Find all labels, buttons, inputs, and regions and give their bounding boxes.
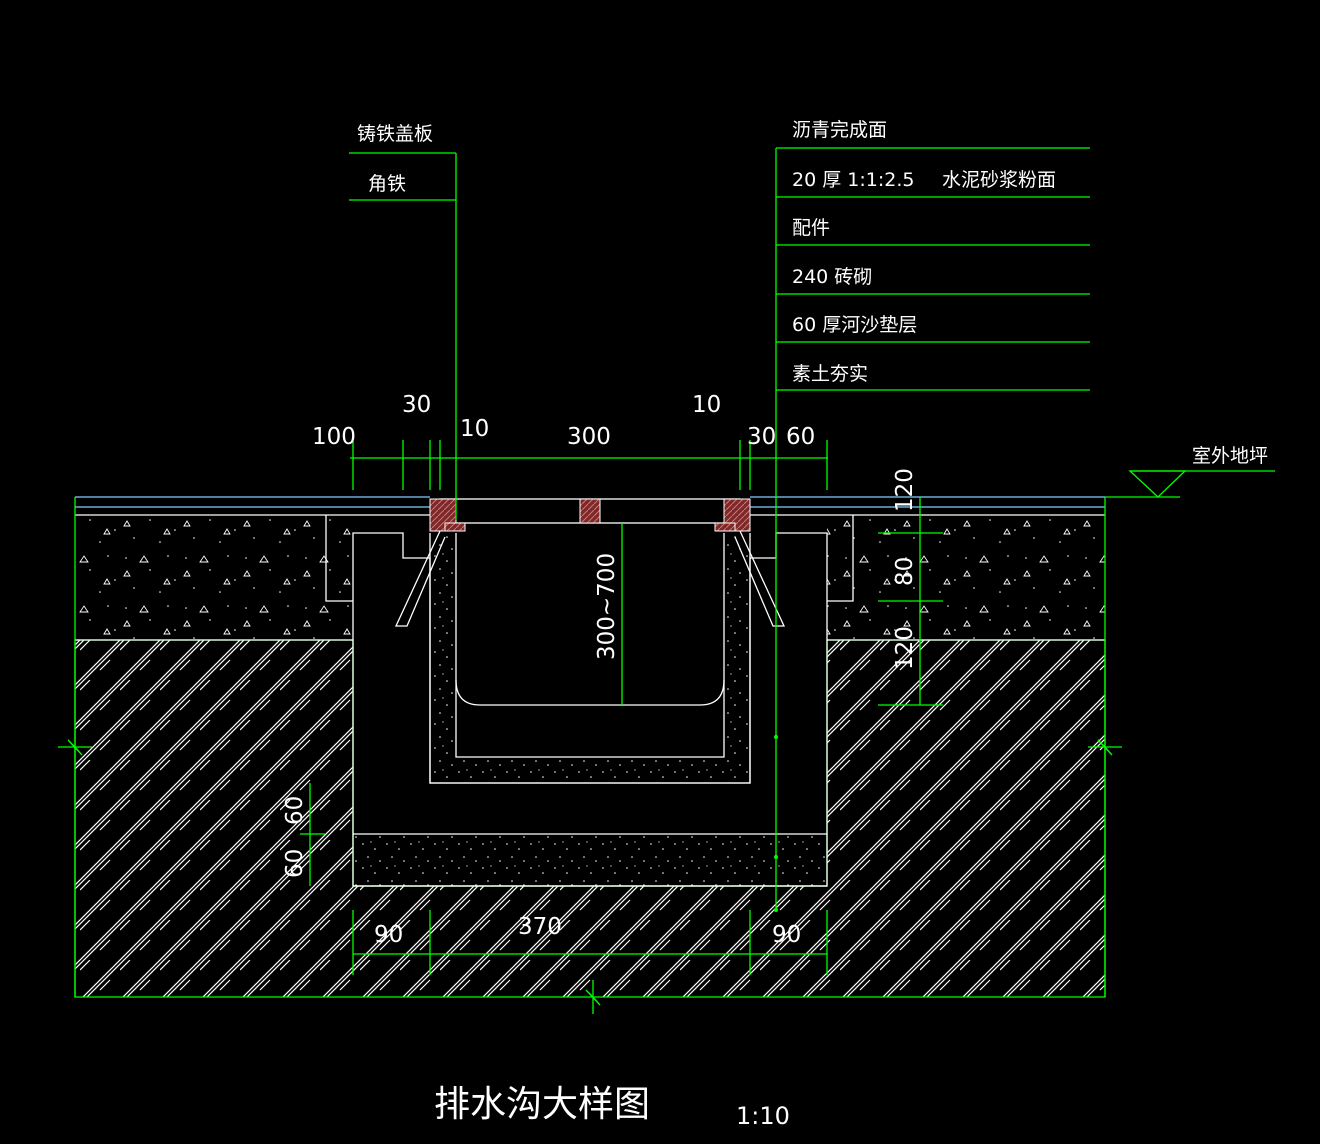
label-cast-iron-cover: 铸铁盖板 bbox=[357, 123, 433, 145]
dimension-lines bbox=[300, 440, 943, 975]
concrete-layer bbox=[75, 515, 1105, 641]
dim-depth: 300~700 bbox=[594, 553, 620, 660]
cast-iron-cover bbox=[394, 498, 786, 627]
channel-walls bbox=[325, 515, 854, 887]
dim-60-upper: 60 bbox=[282, 796, 308, 825]
label-mortar-thickness: 20 厚 1:1:2.5 bbox=[792, 169, 914, 191]
label-ground-level: 室外地坪 bbox=[1192, 445, 1268, 467]
label-asphalt-finish: 沥青完成面 bbox=[792, 119, 887, 141]
dim-60: 60 bbox=[786, 424, 815, 450]
dim-370: 370 bbox=[518, 914, 562, 940]
label-fittings: 配件 bbox=[792, 217, 830, 239]
dim-10-left: 10 bbox=[460, 416, 489, 442]
break-symbols bbox=[58, 739, 1122, 1014]
leader-lines bbox=[349, 147, 1090, 912]
dim-90-right: 90 bbox=[772, 922, 801, 948]
label-cement-mortar: 水泥砂浆粉面 bbox=[942, 169, 1056, 191]
dim-300: 300 bbox=[567, 424, 611, 450]
drawing-scale: 1:10 bbox=[736, 1102, 790, 1130]
drawing-title: 排水沟大样图 bbox=[434, 1084, 650, 1125]
label-compacted-soil: 素土夯实 bbox=[792, 363, 868, 385]
surface-layer bbox=[74, 496, 1106, 997]
dim-120-top: 120 bbox=[892, 468, 918, 512]
label-brick-masonry: 240 砖砌 bbox=[792, 266, 872, 288]
dim-80: 80 bbox=[892, 557, 918, 586]
dim-100: 100 bbox=[312, 424, 356, 450]
label-angle-iron: 角铁 bbox=[368, 173, 406, 195]
dim-60-lower: 60 bbox=[282, 849, 308, 878]
dim-10-right: 10 bbox=[692, 392, 721, 418]
label-sand-cushion: 60 厚河沙垫层 bbox=[792, 314, 917, 336]
ground-level-symbol bbox=[1105, 470, 1275, 498]
dim-90-left: 90 bbox=[374, 922, 403, 948]
dim-30-right: 30 bbox=[747, 424, 776, 450]
dim-30-left: 30 bbox=[402, 392, 431, 418]
dim-120-bottom: 120 bbox=[892, 626, 918, 670]
